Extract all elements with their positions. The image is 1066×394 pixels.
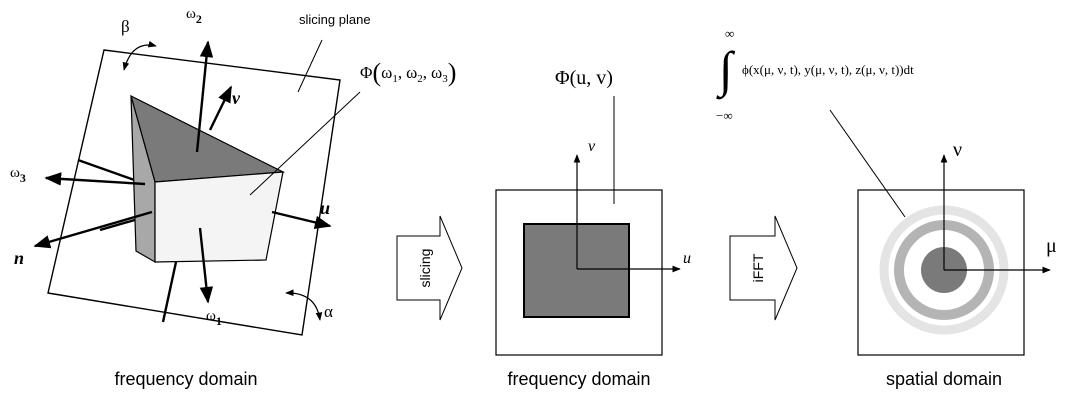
- caption-spatial-domain: spatial domain: [886, 369, 1002, 389]
- axis-v-arrow: [208, 85, 233, 131]
- phi2-label: Φ(u, v): [555, 67, 613, 89]
- leader-slicing-plane: [297, 39, 323, 93]
- caption-frequency-domain-2: frequency domain: [507, 369, 650, 389]
- axis-stub-bottom: [161, 261, 178, 323]
- integrand: ϕ(x(μ, ν, t), y(μ, ν, t), z(μ, ν, t))dt: [742, 62, 914, 77]
- wedge-front-face: [154, 171, 284, 263]
- ifft-block-arrow: iFFT: [729, 215, 798, 321]
- leader-integral: [829, 109, 906, 218]
- alpha-rotation-arrow: [285, 289, 323, 321]
- w3-axis-label: ω3: [10, 165, 26, 185]
- u-axis-label: u: [320, 198, 330, 218]
- alpha-label: α: [324, 302, 333, 321]
- n-axis-label: n: [14, 248, 24, 268]
- panel-frequency-2d: Φ(u, v) v u frequency domain: [495, 67, 691, 389]
- panel-frequency-3d: slicing plane Φ(ω1,ω2,ω3) ω2 ω3 ω1 β α u…: [10, 6, 456, 389]
- panel3-nu-label: ν: [953, 139, 962, 161]
- panel2-v-label: v: [588, 138, 596, 155]
- axis-u-arrow: [271, 210, 332, 229]
- axis-w1-arrow: [198, 227, 214, 304]
- integral-upper-limit: ∞: [725, 26, 734, 41]
- beta-rotation-arrow: [122, 40, 157, 71]
- w1-axis-label: ω1: [206, 308, 222, 328]
- integral-sign: ∫: [716, 41, 736, 100]
- panel2-u-label: u: [683, 250, 691, 267]
- w2-axis-label: ω2: [186, 6, 202, 26]
- axis-w2-arrow: [195, 40, 214, 153]
- panel-spatial: ∞ ∫ −∞ ϕ(x(μ, ν, t), y(μ, ν, t), z(μ, ν,…: [716, 26, 1057, 389]
- axis-n-arrow: [33, 210, 153, 249]
- slicing-plane-label: slicing plane: [299, 12, 371, 27]
- caption-frequency-domain-1: frequency domain: [114, 369, 257, 389]
- slicing-block-arrow: slicing: [396, 215, 463, 321]
- panel3-mu-label: μ: [1046, 235, 1057, 257]
- v-axis-label: v: [232, 88, 241, 108]
- leader-phi3: [249, 91, 361, 196]
- slicing-arrow-label: slicing: [417, 249, 433, 288]
- beta-label: β: [121, 17, 130, 36]
- ifft-arrow-label: iFFT: [750, 253, 766, 282]
- integral-lower-limit: −∞: [716, 108, 733, 123]
- axis-w3-arrow: [44, 172, 146, 186]
- axis-stub-w3-back: [77, 158, 141, 184]
- phi3-label: Φ(ω1,ω2,ω3): [360, 58, 456, 87]
